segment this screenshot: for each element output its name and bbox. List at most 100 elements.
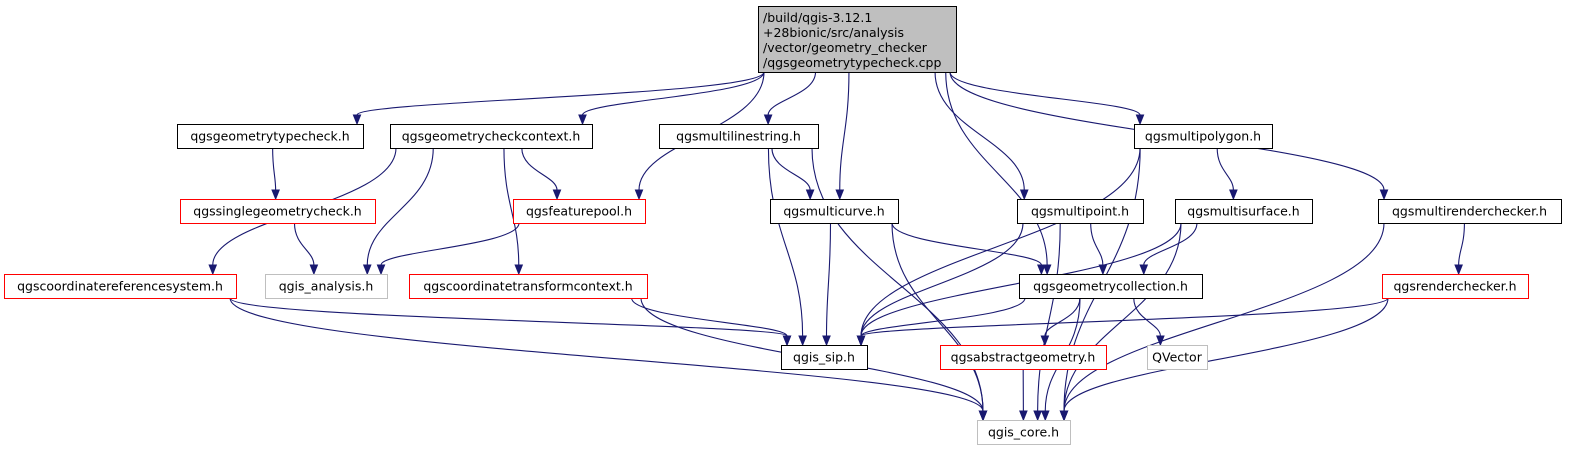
arrowhead: [1042, 264, 1052, 276]
edge-line: [860, 222, 1024, 337]
arrowhead: [362, 264, 372, 276]
node-transformcontext[interactable]: qgscoordinatetransformcontext.h: [409, 274, 648, 299]
node-label: /build/qgis-3.12.1: [763, 10, 872, 25]
edge-root-to-multipolygon: [949, 71, 1145, 126]
edge-renderchecker-to-core: [1059, 297, 1389, 422]
node-label: qgscoordinatetransformcontext.h: [423, 279, 632, 294]
node-singlegeometrycheck[interactable]: qgssinglegeometrycheck.h: [180, 199, 376, 224]
node-label: qgis_analysis.h: [279, 279, 374, 294]
edge-line: [825, 222, 832, 337]
node-root[interactable]: /build/qgis-3.12.1+28bionic/src/analysis…: [758, 6, 957, 73]
edge-multipolygon-to-multisurface: [1216, 147, 1238, 201]
node-label: qgis_core.h: [988, 425, 1059, 440]
edge-line: [521, 147, 558, 191]
arrowhead: [578, 114, 587, 126]
edge-line: [1063, 222, 1385, 412]
edge-line: [839, 71, 850, 191]
node-geometrycheckcontext[interactable]: qgsgeometrycheckcontext.h: [390, 124, 593, 149]
arrowhead: [1040, 410, 1050, 422]
node-box: [1382, 274, 1529, 299]
node-abstractgeometry[interactable]: qgsabstractgeometry.h: [940, 345, 1107, 370]
edge-root-to-geometrytypecheck: [352, 71, 765, 126]
arrowhead: [514, 264, 524, 276]
node-box: [1175, 199, 1313, 224]
arrowhead: [1040, 335, 1050, 347]
edge-geometrycheckcontext-to-featurepool: [521, 147, 562, 201]
arrowhead: [782, 335, 792, 347]
node-label: qgsmultipoint.h: [1031, 204, 1129, 219]
arrowhead: [1454, 264, 1463, 276]
edge-geometrycheckcontext-to-transformcontext: [503, 147, 524, 276]
arrowhead: [1098, 264, 1108, 276]
arrowhead: [1379, 189, 1389, 201]
node-multilinestring[interactable]: qgsmultilinestring.h: [659, 124, 819, 149]
arrowhead: [352, 114, 362, 126]
node-multicurve[interactable]: qgsmulticurve.h: [770, 199, 899, 224]
node-multipolygon[interactable]: qgsmultipolygon.h: [1134, 124, 1273, 149]
edge-line: [1216, 147, 1234, 191]
edge-crs-to-core: [229, 297, 988, 422]
edge-line: [891, 222, 1042, 266]
arrowhead: [1229, 189, 1238, 201]
edge-root-to-geometrycollection: [945, 71, 1052, 276]
arrowhead: [1037, 264, 1046, 276]
node-multisurface[interactable]: qgsmultisurface.h: [1175, 199, 1313, 224]
arrowhead: [271, 189, 280, 201]
node-box: [409, 274, 648, 299]
arrowhead: [798, 335, 807, 347]
edge-line: [811, 147, 984, 412]
edge-line: [1090, 222, 1104, 266]
edge-line: [771, 147, 811, 191]
node-crs[interactable]: qgscoordinatereferencesystem.h: [4, 274, 237, 299]
edge-multilinestring-to-sip: [767, 147, 807, 347]
node-label: qgsabstractgeometry.h: [951, 350, 1096, 365]
node-qvector: QVector: [1147, 345, 1208, 370]
node-label: qgssinglegeometrycheck.h: [193, 204, 361, 219]
edge-multilinestring-to-multicurve: [771, 147, 815, 201]
edge-multipoint-to-sip: [856, 222, 1024, 347]
edge-line: [1143, 222, 1198, 266]
edge-line: [860, 297, 1026, 337]
node-multirenderchecker[interactable]: qgsmultirenderchecker.h: [1378, 199, 1562, 224]
edge-line: [1037, 222, 1061, 412]
node-multipoint[interactable]: qgsmultipoint.h: [1017, 199, 1144, 224]
arrowhead: [376, 264, 386, 276]
edge-line: [945, 71, 1048, 266]
edge-geometrycheckcontext-to-analysis: [362, 147, 434, 276]
node-box: [758, 6, 957, 73]
edge-line: [934, 71, 1025, 191]
node-label: qgsgeometrytypecheck.h: [190, 129, 349, 144]
edge-line: [860, 147, 1141, 337]
edge-multipoint-to-core: [1033, 222, 1061, 422]
edge-line: [767, 147, 804, 337]
arrowhead: [208, 264, 218, 276]
node-box: [781, 345, 868, 370]
nodes-layer: /build/qgis-3.12.1+28bionic/src/analysis…: [4, 6, 1562, 445]
node-box: [770, 199, 899, 224]
node-box: [940, 345, 1107, 370]
node-geometrytypecheck[interactable]: qgsgeometrytypecheck.h: [177, 124, 364, 149]
edge-line: [1458, 222, 1465, 266]
node-core: qgis_core.h: [977, 420, 1071, 445]
node-sip[interactable]: qgis_sip.h: [781, 345, 868, 370]
arrowhead: [1156, 335, 1165, 347]
edge-line: [229, 297, 788, 337]
node-box: [1017, 199, 1144, 224]
edge-transformcontext-to-sip: [631, 297, 792, 347]
arrowhead: [1139, 264, 1149, 276]
arrowhead: [1019, 410, 1028, 422]
node-geometrycollection[interactable]: qgsgeometrycollection.h: [1019, 274, 1203, 299]
edge-line: [860, 297, 1389, 337]
node-featurepool[interactable]: qgsfeaturepool.h: [513, 199, 646, 224]
edge-root-to-multilinestring: [763, 71, 817, 126]
edge-geometrycollection-to-sip: [856, 297, 1026, 347]
node-box: [180, 199, 376, 224]
node-box: [265, 274, 388, 299]
edge-featurepool-to-analysis: [376, 222, 520, 276]
edge-line: [631, 297, 788, 337]
node-label: qgsmulticurve.h: [783, 204, 884, 219]
node-renderchecker[interactable]: qgsrenderchecker.h: [1382, 274, 1529, 299]
arrowhead: [835, 189, 845, 201]
node-label: qgsgeometrycollection.h: [1033, 279, 1188, 294]
